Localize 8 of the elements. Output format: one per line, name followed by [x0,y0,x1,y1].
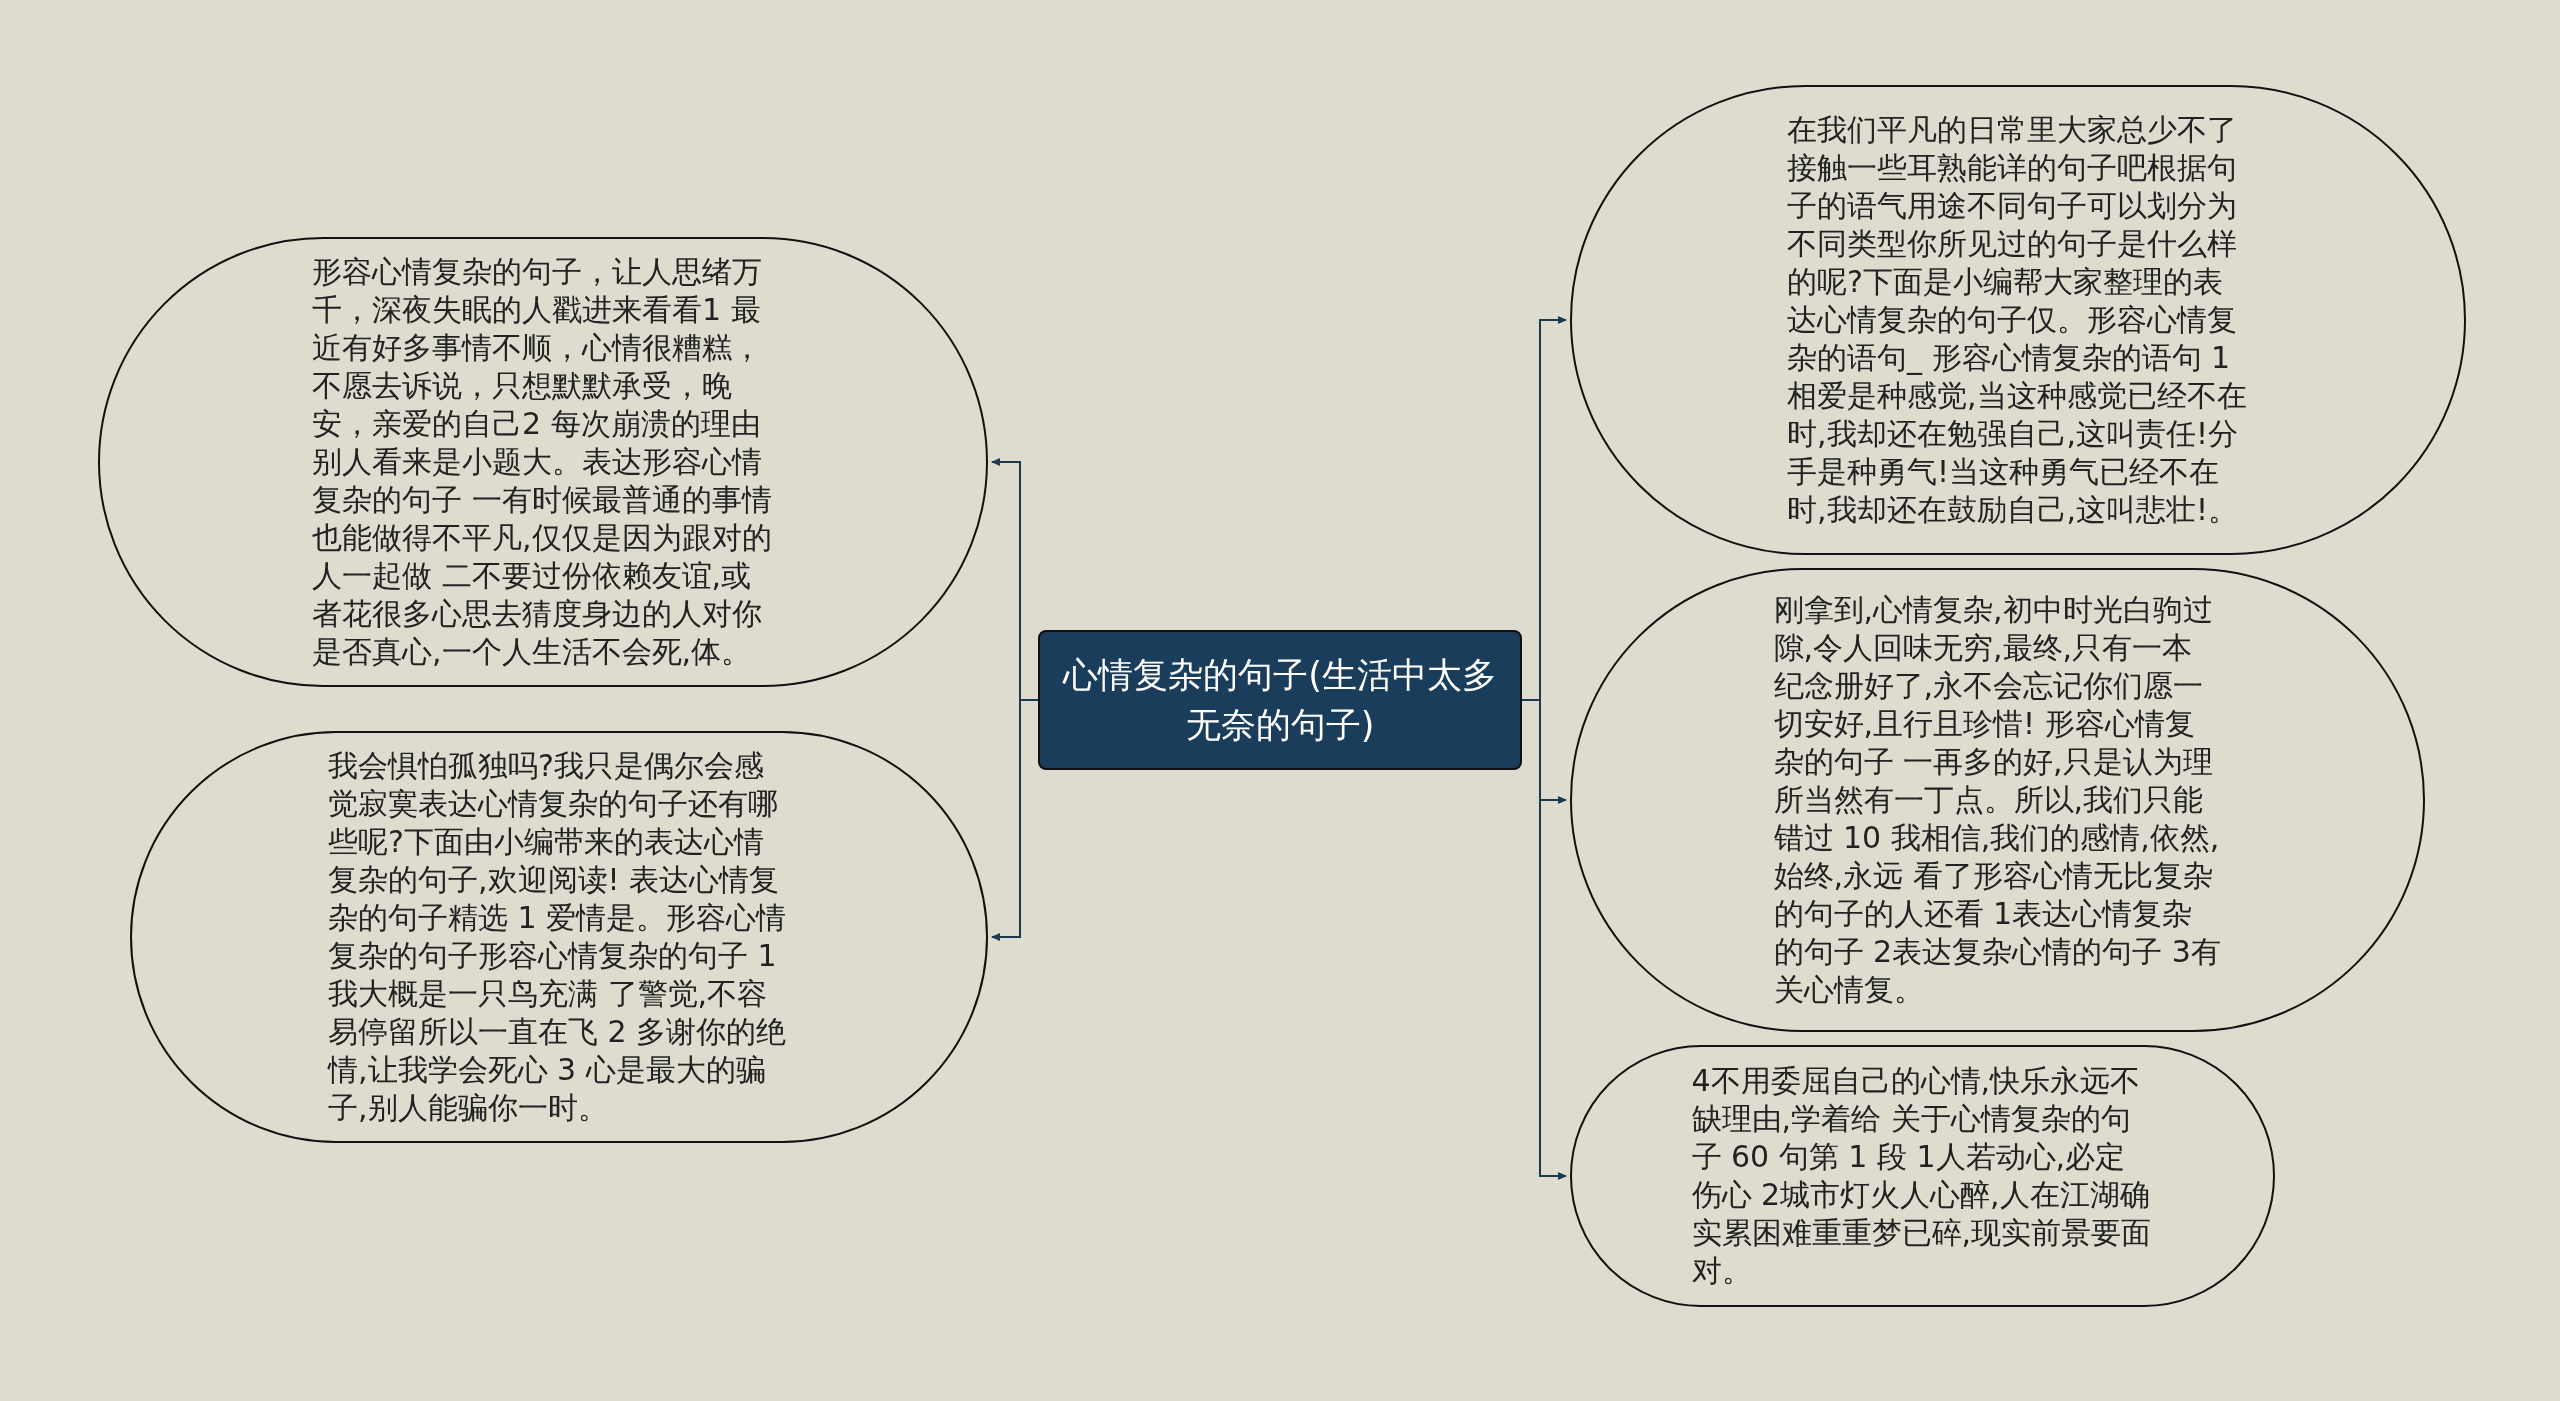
connector-arrow [991,699,1039,941]
bubble-text: 刚拿到,心情复杂,初中时光白驹过隙,令人回味无穷,最终,只有一本纪念册好了,永不会忘记你们愿一切安好,且行且珍惜! 形容心情复杂的句子 一再多的好,只是认为理所当然有一丁点。所以,我们只能错过 10 我相信,我们的感情,依然,始终,永远 看了形容心情无比复杂的句子的人还看 1表达心情复杂的句子 2表达复杂心情的句子 3有关心情复。 [1773,591,2222,1009]
bubble-text: 我会惧怕孤独吗?我只是偶尔会感觉寂寞表达心情复杂的句子还有哪些呢?下面由小编带来的表达心情复杂的句子,欢迎阅读! 表达心情复杂的句子精选 1 爱情是。形容心情复杂的句子形容心情复杂的句子 1 我大概是一只鸟充满 了警觉,不容易停留所以一直在飞 2 多谢你的绝情,让我学会死心 3 心是最大的骗子,别人能骗你一时。 [328,747,788,1127]
topic-box [1038,630,1522,770]
topic-title: 心情复杂的句子(生活中太多无奈的句子) [1061,654,1498,747]
bubble-text: 形容心情复杂的句子，让人思绪万千，深夜失眠的人戳进来看看1 最近有好多事情不顺，心情很糟糕，不愿去诉说，只想默默承受，晚安，亲爱的自己2 每次崩溃的理由别人看来是小题大。表达形容心情复杂的句子 一有时候最普通的事情也能做得不平凡,仅仅是因为跟对的人一起做 二不要过份依赖友谊,或者花很多心思去猜度身边的人对你是否真心,一个人生活不会死,体。 [312,253,773,671]
bubble-text: 4不用委屈自己的心情,快乐永远不缺理由,学着给 关于心情复杂的句子 60 句第 1 段 1人若动心,必定伤心 2城市灯火人心醉,人在江湖确实累困难重重梦已碎,现实前景要面对。 [1691,1062,2153,1290]
bubble-text: 在我们平凡的日常里大家总少不了接触一些耳熟能详的句子吧根据句子的语气用途不同句子可以划分为不同类型你所见过的句子是什么样的呢?下面是小编帮大家整理的表达心情复杂的句子仅。形容心情复杂的语句_ 形容心情复杂的语句 1相爱是种感觉,当这种感觉已经不在时,我却还在勉强自己,这叫责任!分手是种勇气!当这种勇气已经不在时,我却还在鼓励自己,这叫悲壮!。 [1787,111,2248,529]
